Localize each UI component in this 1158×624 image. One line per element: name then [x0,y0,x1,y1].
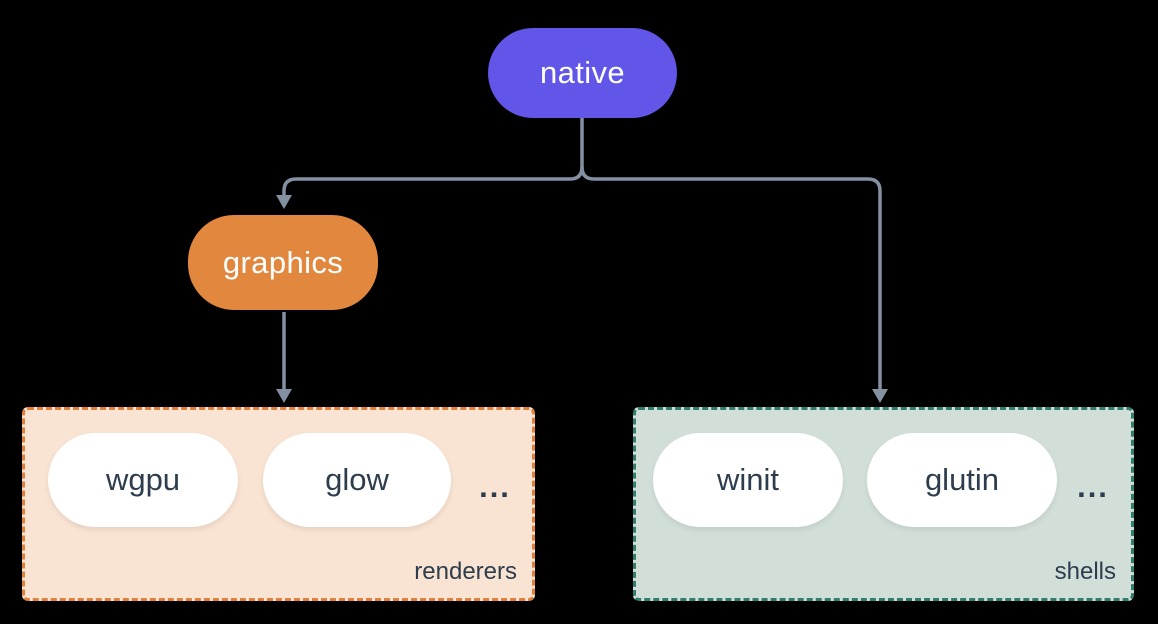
node-native: native [488,28,677,118]
node-graphics: graphics [188,215,378,310]
node-glow: glow [263,433,451,527]
renderers-group-label: renderers [414,558,517,585]
node-winit: winit [653,433,843,527]
node-glutin: glutin [867,433,1057,527]
edge-native-to-shells [580,166,882,390]
group-renderers: wgpu glow ... renderers [22,407,535,601]
arrowhead-renderers [276,389,292,403]
renderers-ellipsis: ... [479,469,511,504]
edge-native-to-graphics [282,118,584,196]
node-wgpu: wgpu [48,433,238,527]
group-shells: winit glutin ... shells [633,407,1134,601]
arrowhead-graphics [276,195,292,209]
shells-ellipsis: ... [1077,469,1109,504]
shells-group-label: shells [1054,558,1116,585]
arrowhead-shells [872,389,888,403]
